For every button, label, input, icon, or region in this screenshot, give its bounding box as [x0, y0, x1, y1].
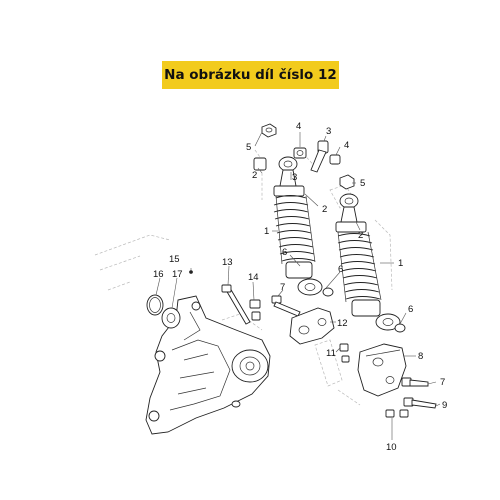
- callout-7: 7: [280, 282, 285, 293]
- washer-10: [385, 409, 409, 418]
- shock-absorber-left: [273, 156, 323, 296]
- callout-6: 6: [282, 247, 287, 258]
- washer-4-top: [293, 147, 307, 159]
- bracket-8: [357, 343, 407, 397]
- leader-lines: [155, 131, 441, 440]
- washer-14: [249, 299, 261, 321]
- callout-6: 6: [408, 304, 413, 315]
- callout-2: 2: [358, 230, 363, 241]
- callout-3: 3: [326, 126, 331, 137]
- callout-8: 8: [418, 351, 423, 362]
- cap-6: [322, 287, 406, 333]
- callout-1: 1: [398, 258, 403, 269]
- banner-text: Na obrázku díl číslo 12: [164, 67, 337, 83]
- callout-4: 4: [344, 140, 349, 151]
- bearing-17: [161, 307, 181, 329]
- callout-4: 4: [296, 121, 301, 132]
- engine-swingarm-housing: [145, 295, 271, 435]
- callout-12: 12: [337, 318, 348, 329]
- bolt-7-middle: [271, 295, 301, 317]
- bush-4-right: [329, 154, 341, 165]
- callout-5: 5: [246, 142, 251, 153]
- shock-absorber-right: [335, 193, 401, 331]
- bolt-7-right: [401, 377, 429, 387]
- callout-3: 3: [292, 172, 297, 183]
- callout-15: 15: [169, 254, 180, 265]
- callout-17: 17: [172, 269, 183, 280]
- callout-2: 2: [252, 170, 257, 181]
- bolt-3-top: [310, 140, 329, 173]
- nut-5-right: [339, 174, 355, 190]
- callout-9: 9: [442, 400, 447, 411]
- callout-10: 10: [386, 442, 397, 453]
- bracket-12: [289, 307, 335, 345]
- bolt-9: [403, 397, 437, 409]
- callout-5: 5: [360, 178, 365, 189]
- circlip-16: [146, 294, 164, 316]
- spacer-4-left: [253, 157, 267, 171]
- callout-labels: 5 4 3 4 2 3 5 2 2 1 1 6 6 6 15 16 17 13 …: [153, 121, 447, 453]
- nut-5-top: [261, 123, 277, 138]
- callout-14: 14: [248, 272, 259, 283]
- callout-1: 1: [264, 226, 269, 237]
- nut-11: [339, 343, 350, 363]
- callout-7: 7: [440, 377, 445, 388]
- callout-2: 2: [322, 204, 327, 215]
- part-number-banner: Na obrázku díl číslo 12: [162, 61, 339, 89]
- callout-13: 13: [222, 257, 233, 268]
- callout-11: 11: [326, 348, 336, 359]
- bolt-13: [221, 284, 251, 325]
- callout-6: 6: [338, 264, 343, 275]
- callout-16: 16: [153, 269, 164, 280]
